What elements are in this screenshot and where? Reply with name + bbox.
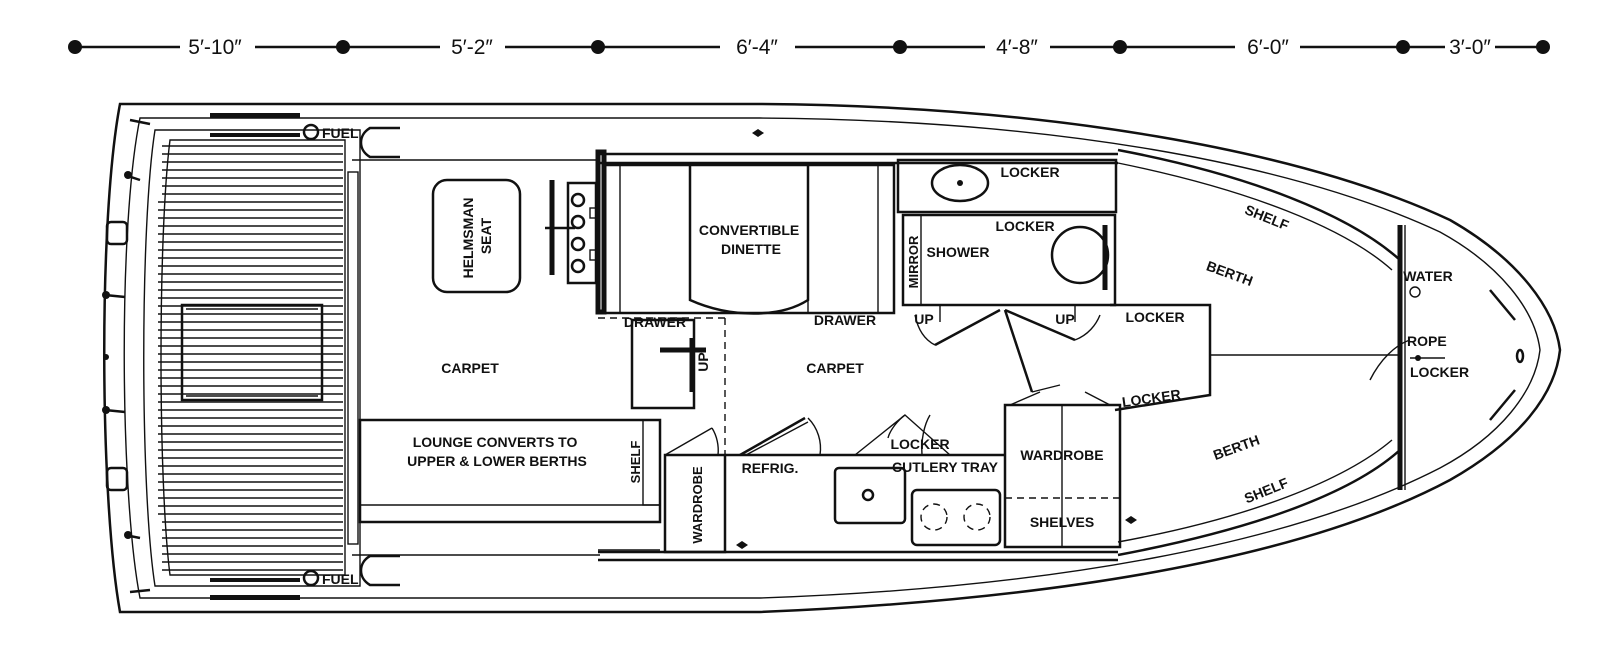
engine-hatch xyxy=(180,303,324,402)
cabin-bulkhead xyxy=(347,159,600,556)
mirror-label: MIRROR xyxy=(906,235,921,288)
burner-icon xyxy=(920,503,948,531)
companionway-doors: UP UP xyxy=(914,308,1101,393)
dimension-label: 5′-10″ xyxy=(188,36,242,59)
dimension-line: 5′-10″ 5′-2″ 6′-4″ 4′-8″ 6′-0″ 3′-0″ xyxy=(68,36,1550,59)
helm-console xyxy=(545,180,599,285)
forward-locker-label-1: LOCKER xyxy=(1125,309,1184,325)
cutlery-tray-label: CUTLERY TRAY xyxy=(892,459,999,475)
fuel-label-starboard: FUEL xyxy=(322,571,359,587)
lounge-label: LOUNGE CONVERTS TO UPPER & LOWER BERTHS xyxy=(407,434,587,469)
bow-locker: WATER ROPE LOCKER xyxy=(1403,268,1525,421)
convertible-dinette: CONVERTIBLE DINETTE DRAWER xyxy=(602,163,896,328)
rope-locker-label: ROPE LOCKER xyxy=(1407,333,1469,380)
drawer-step: DRAWER UP xyxy=(598,314,726,455)
cleat-icon xyxy=(105,466,129,492)
galley-locker-label: LOCKER xyxy=(890,436,949,452)
drawer-label-step: DRAWER xyxy=(624,314,686,330)
berth-label-2: BERTH xyxy=(1211,432,1262,464)
helmsman-seat: HELMSMAN SEAT xyxy=(431,178,522,294)
deck-markers xyxy=(736,129,1137,549)
carpet-aft-label: CARPET xyxy=(441,360,499,376)
shower-label: SHOWER xyxy=(927,244,990,260)
dimension-node xyxy=(591,40,605,54)
refrig-label: REFRIG. xyxy=(742,460,799,476)
transom-fittings xyxy=(102,118,151,594)
up-label-head-2: UP xyxy=(1055,311,1074,327)
berth-label-1: BERTH xyxy=(1204,258,1255,290)
up-label-head-1: UP xyxy=(914,311,933,327)
fuel-fill-icon xyxy=(302,569,320,587)
cleat-icon xyxy=(105,220,129,246)
drain-icon xyxy=(103,354,109,360)
water-label: WATER xyxy=(1403,268,1453,284)
basin xyxy=(930,163,990,203)
forward-lockers: LOCKER LOCKER WARDROBE SHELVES xyxy=(1003,303,1212,549)
up-label-step: UP xyxy=(695,352,711,371)
shelf-label-1: SHELF xyxy=(1243,201,1292,233)
dinette-label: CONVERTIBLE DINETTE xyxy=(699,222,803,257)
sink xyxy=(833,466,907,525)
head-locker-label-1: LOCKER xyxy=(1000,164,1059,180)
dimension-node xyxy=(1536,40,1550,54)
dimension-node xyxy=(1113,40,1127,54)
dimension-node xyxy=(68,40,82,54)
dimension-label: 3′-0″ xyxy=(1449,36,1491,59)
head-compartment: LOCKER MIRROR SHOWER LOCKER xyxy=(896,158,1118,322)
galley: WARDROBE REFRIG. LOCKER CUTLERY TRAY xyxy=(663,414,1005,554)
helmsman-seat-label: HELMSMAN SEAT xyxy=(460,194,494,279)
dimension-node xyxy=(336,40,350,54)
dimension-label: 6′-4″ xyxy=(736,36,778,59)
forward-locker-label-2: LOCKER xyxy=(1121,386,1182,410)
carpet-main-label: CARPET xyxy=(806,360,864,376)
wardrobe-galley-label: WARDROBE xyxy=(690,466,705,544)
dimension-node xyxy=(893,40,907,54)
cockpit-deck-planking xyxy=(158,145,343,571)
dimension-label: 5′-2″ xyxy=(451,36,493,59)
lounge-shelf-label: SHELF xyxy=(628,441,643,484)
burner-icon xyxy=(963,503,991,531)
wardrobe-forward-label: WARDROBE xyxy=(1020,447,1103,463)
lounge: LOUNGE CONVERTS TO UPPER & LOWER BERTHS … xyxy=(358,418,662,524)
sink-drain-icon xyxy=(861,488,875,502)
dimension-node xyxy=(1396,40,1410,54)
shelves-label: SHELVES xyxy=(1030,514,1094,530)
shelf-label-2: SHELF xyxy=(1242,474,1291,506)
dimension-label: 4′-8″ xyxy=(996,36,1038,59)
rail-fittings: FUEL FUEL xyxy=(210,113,400,600)
drawer-label-dinette: DRAWER xyxy=(814,312,876,328)
head-locker-label-2: LOCKER xyxy=(995,218,1054,234)
fuel-fill-icon xyxy=(302,123,320,141)
toilet xyxy=(1050,225,1110,285)
v-berth: BERTH BERTH SHELF SHELF xyxy=(1117,148,1411,557)
dimension-label: 6′-0″ xyxy=(1247,36,1289,59)
stove xyxy=(910,488,1002,547)
fuel-label-port: FUEL xyxy=(322,125,359,141)
water-fill-icon xyxy=(1409,286,1421,298)
